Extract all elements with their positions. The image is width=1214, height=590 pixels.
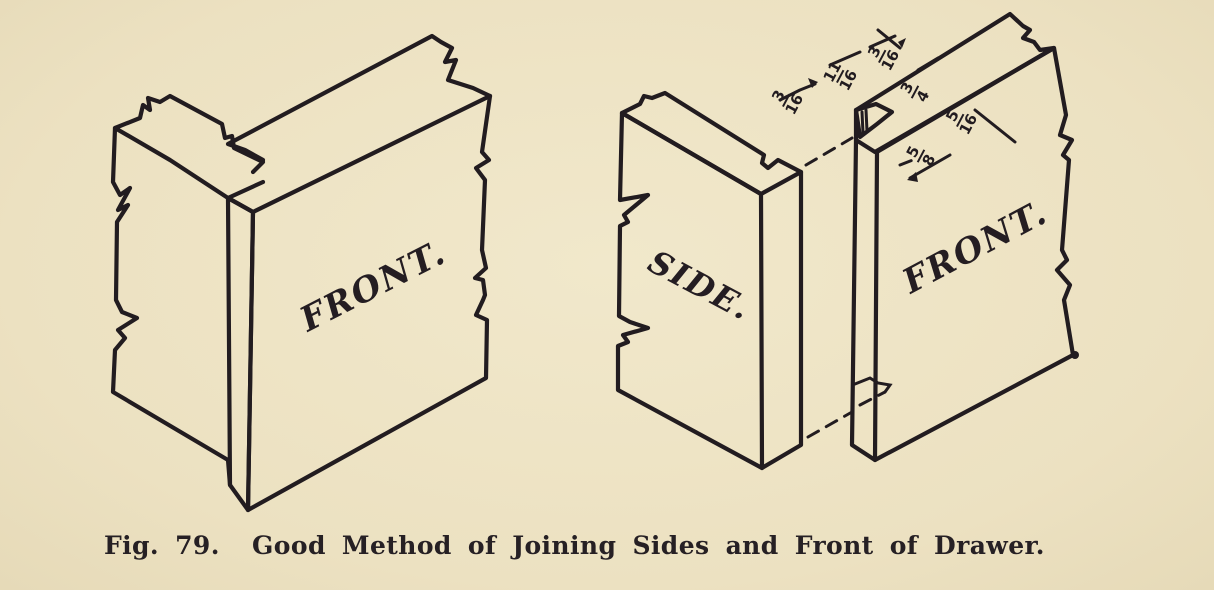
figure-number: Fig. 79. xyxy=(104,531,220,560)
alignment-guide-top xyxy=(804,136,854,167)
dimension-lines xyxy=(778,28,1079,359)
alignment-guide-bottom xyxy=(806,390,887,439)
right-side-board xyxy=(615,90,804,471)
left-side-board xyxy=(110,93,266,513)
left-front-board xyxy=(225,33,493,513)
dimension-guide xyxy=(898,156,920,167)
figure-caption: Fig. 79. Good Method of Joining Sides an… xyxy=(104,531,1045,560)
right-front-board xyxy=(849,11,1076,463)
figure-title: Good Method of Joining Sides and Front o… xyxy=(252,531,1045,560)
